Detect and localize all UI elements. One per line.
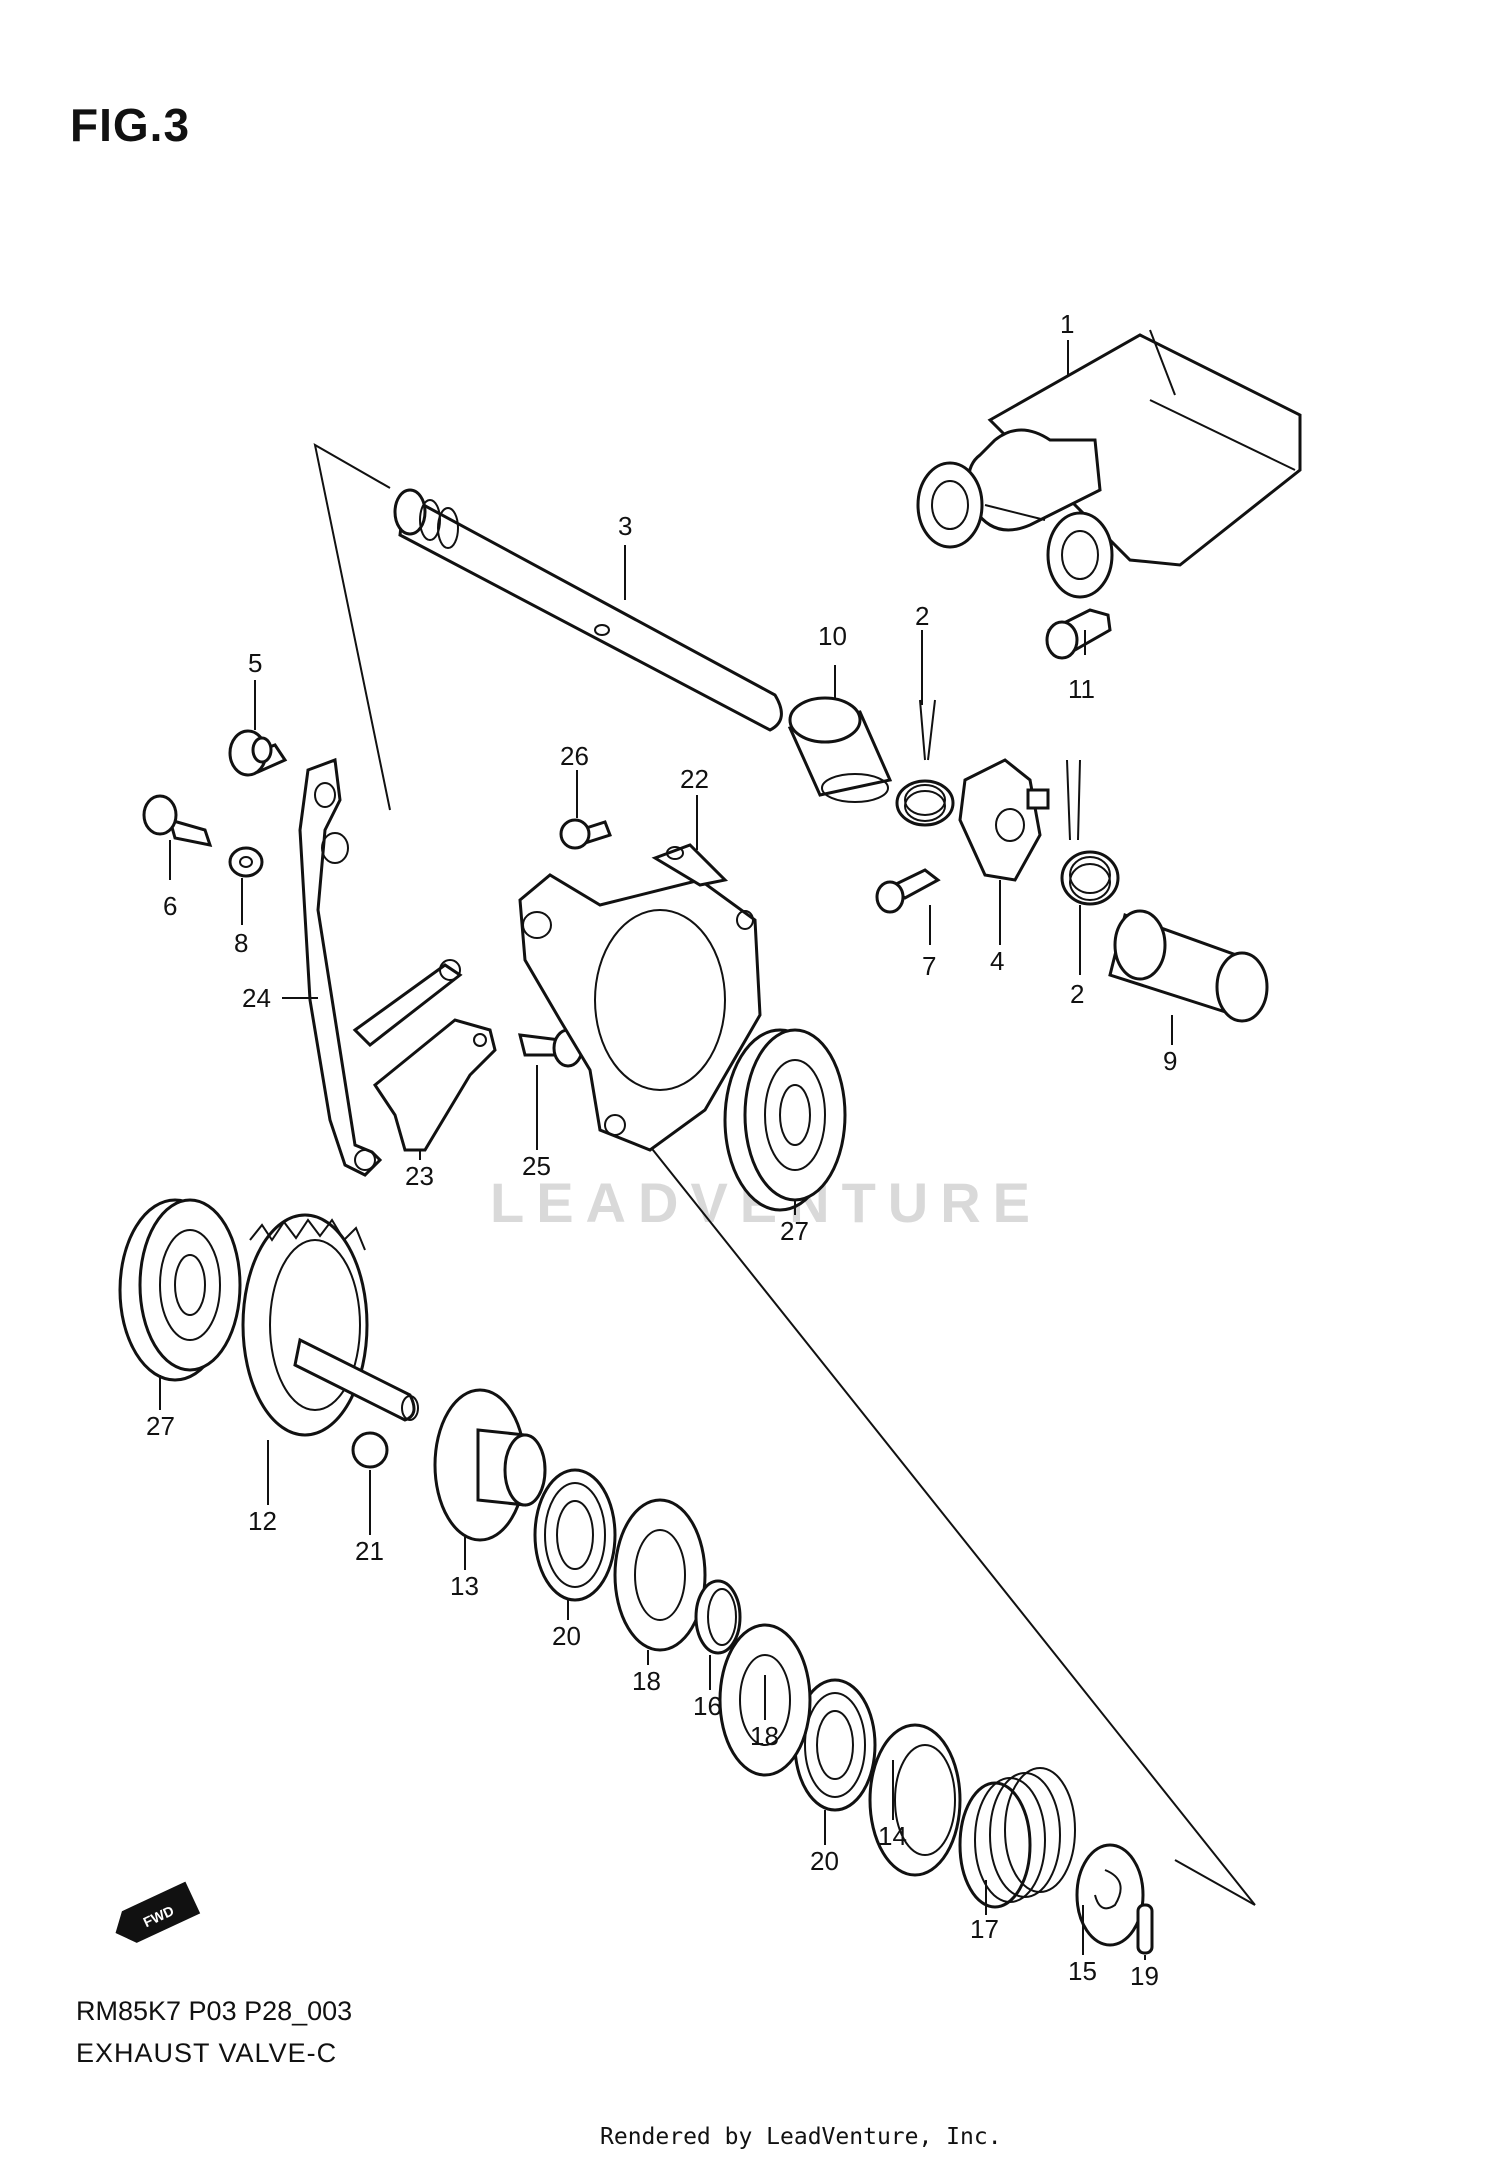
callout-17: 17 bbox=[970, 1914, 999, 1944]
callout-20-b: 20 bbox=[810, 1846, 839, 1876]
callout-2-upper: 2 bbox=[915, 601, 929, 631]
callout-6: 6 bbox=[163, 891, 177, 921]
part-2-torsion-spring-lower bbox=[1060, 759, 1120, 906]
callout-3: 3 bbox=[618, 511, 632, 541]
callout-labels: 1 2 2 3 4 5 6 7 8 9 10 11 12 13 14 15 16… bbox=[146, 309, 1177, 1991]
callout-11: 11 bbox=[1068, 674, 1095, 704]
part-17-coil-spring bbox=[958, 1767, 1076, 1909]
callout-13: 13 bbox=[450, 1571, 479, 1601]
callout-9: 9 bbox=[1163, 1046, 1177, 1076]
part-14-spring-seat bbox=[868, 1723, 962, 1877]
part-22-flange bbox=[518, 843, 762, 1152]
callout-14: 14 bbox=[878, 1821, 907, 1851]
figure-title: FIG.3 bbox=[70, 99, 191, 151]
part-5-bolt bbox=[228, 729, 288, 777]
callout-8: 8 bbox=[234, 928, 248, 958]
callout-27-upper: 27 bbox=[780, 1216, 809, 1246]
part-12-gear-shaft bbox=[241, 1213, 419, 1437]
part-27-bearing-lower bbox=[118, 1198, 242, 1382]
part-1-valve-housing bbox=[916, 329, 1302, 599]
callout-25: 25 bbox=[522, 1151, 551, 1181]
part-9-sleeve bbox=[1108, 909, 1269, 1023]
callout-2-lower: 2 bbox=[1070, 979, 1084, 1009]
callout-18-a: 18 bbox=[632, 1666, 661, 1696]
callout-26: 26 bbox=[560, 741, 589, 771]
callout-20-a: 20 bbox=[552, 1621, 581, 1651]
callout-16: 16 bbox=[693, 1691, 722, 1721]
part-20-thrust-bearing-a bbox=[533, 1468, 617, 1602]
leader-lines bbox=[159, 340, 1173, 1960]
render-credit: Rendered by LeadVenture, Inc. bbox=[600, 2124, 1002, 2150]
part-26-screw bbox=[559, 818, 612, 850]
callout-19: 19 bbox=[1130, 1961, 1159, 1991]
callout-21: 21 bbox=[355, 1536, 384, 1566]
callout-5: 5 bbox=[248, 648, 262, 678]
part-11-bolt bbox=[1045, 608, 1112, 660]
part-18-washer-a bbox=[613, 1498, 707, 1652]
callout-7: 7 bbox=[922, 951, 936, 981]
part-24-link-rod bbox=[298, 757, 383, 1177]
callout-18-b: 18 bbox=[750, 1721, 779, 1751]
callout-22: 22 bbox=[680, 764, 709, 794]
callout-4: 4 bbox=[990, 946, 1004, 976]
callout-12: 12 bbox=[248, 1506, 277, 1536]
part-15-retainer bbox=[1075, 1843, 1145, 1947]
part-6-bolt bbox=[142, 794, 213, 847]
assembly-guide-lines bbox=[313, 443, 1256, 1906]
part-19-pin bbox=[1136, 1903, 1154, 1955]
part-10-collar bbox=[787, 696, 893, 803]
forward-arrow-icon: FWD bbox=[115, 1881, 201, 1943]
diagram-name: EXHAUST VALVE-C bbox=[76, 2038, 338, 2068]
part-13-bushing bbox=[433, 1388, 547, 1542]
part-7-screw bbox=[875, 868, 941, 914]
callout-24: 24 bbox=[242, 983, 271, 1013]
callout-15: 15 bbox=[1068, 1956, 1097, 1986]
part-3-valve-shaft bbox=[393, 488, 783, 732]
callout-10: 10 bbox=[818, 621, 847, 651]
part-2-torsion-spring-upper bbox=[895, 699, 955, 827]
part-23-bracket bbox=[352, 959, 497, 1152]
part-8-washer bbox=[228, 846, 264, 878]
diagram-code: RM85K7 P03 P28_003 bbox=[76, 1996, 353, 2026]
callout-1: 1 bbox=[1060, 309, 1074, 339]
part-16-circlip bbox=[694, 1579, 742, 1655]
part-21-steel-ball bbox=[351, 1431, 389, 1469]
part-4-cam bbox=[958, 758, 1050, 882]
callout-23: 23 bbox=[405, 1161, 434, 1191]
part-27-bearing-upper bbox=[723, 1028, 847, 1212]
callout-27-lower: 27 bbox=[146, 1411, 175, 1441]
